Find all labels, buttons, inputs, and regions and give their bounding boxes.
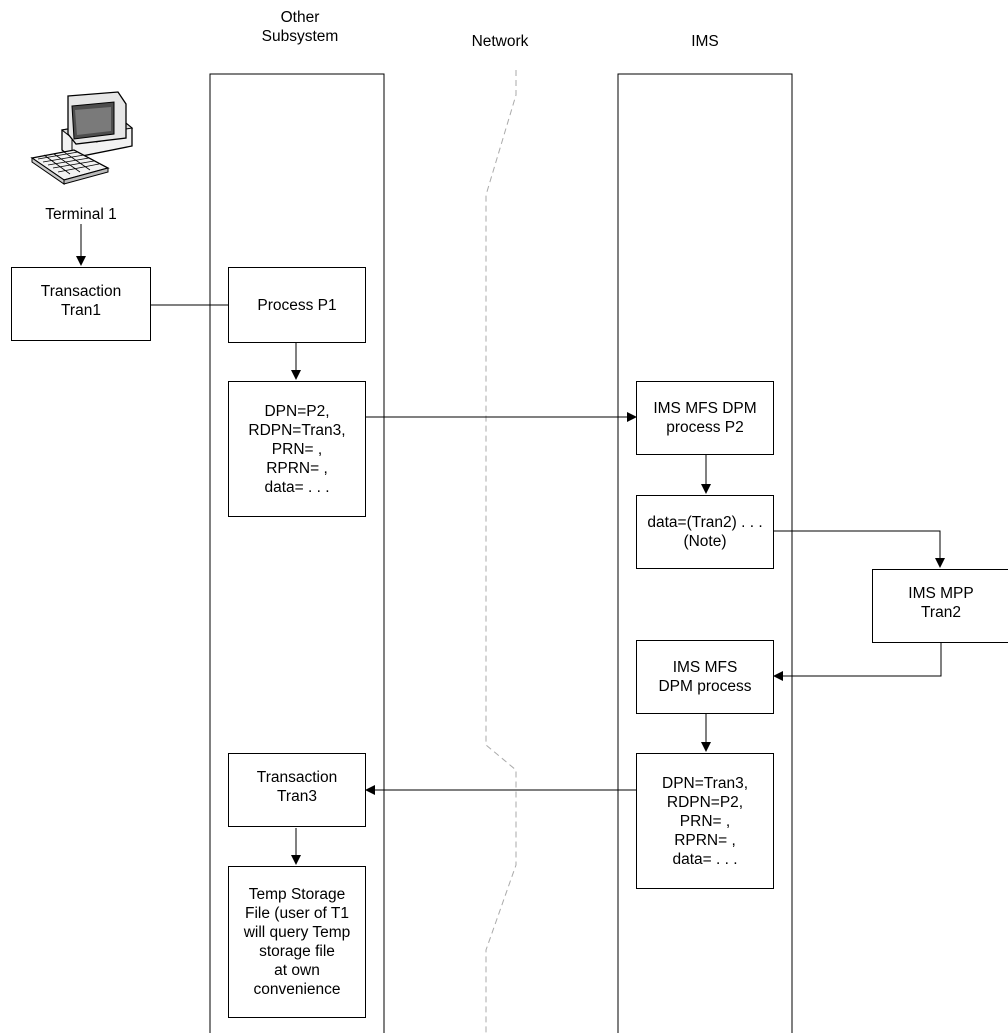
box-text-line: Temp Storage <box>248 886 346 903</box>
box-text-line: IMS MFS <box>672 659 738 676</box>
box-text-line: process P2 <box>666 419 744 436</box>
data-tran2-box: data=(Tran2) . . . (Note) <box>636 495 774 569</box>
terminal-label: Terminal 1 <box>45 206 117 223</box>
box-text-line: Tran1 <box>61 302 101 319</box>
box-text-line: storage file <box>259 943 335 960</box>
ims-mfs-dpm-process-box: IMS MFS DPM process <box>636 640 774 714</box>
box-text-line: PRN= , <box>679 812 731 830</box>
header-ims: IMS <box>691 33 719 50</box>
box-text-line: Transaction <box>256 769 338 786</box>
box-text-line: RDPN=Tran3, <box>248 421 346 439</box>
box-text-line: RPRN= , <box>674 831 736 849</box>
dpn-reply-box: DPN=Tran3,RDPN=P2,PRN= ,RPRN= ,data= . .… <box>636 753 774 889</box>
box-text-line: IMS MPP <box>908 585 974 602</box>
ims-mfs-dpm-p2-box: IMS MFS DPM process P2 <box>636 381 774 455</box>
box-text-line: convenience <box>253 981 341 998</box>
box-text-line: Process P1 <box>257 296 337 314</box>
network-divider <box>485 70 517 1033</box>
header-other-subsystem: Other Subsystem <box>240 8 360 46</box>
box-text-line: Tran2 <box>921 604 961 621</box>
terminal-computer-icon <box>30 91 134 185</box>
lane-other-subsystem <box>209 73 385 1033</box>
box-text-line: DPN=P2, <box>264 402 330 420</box>
box-text-line: Transaction <box>40 283 122 300</box>
box-text-line: (Note) <box>683 533 727 550</box>
box-text-line: RDPN=P2, <box>666 793 744 811</box>
box-text-line: data=(Tran2) . . . <box>647 514 763 531</box>
header-network: Network <box>471 33 529 50</box>
ims-mpp-tran2-box: IMS MPP Tran2 <box>872 569 1008 643</box>
box-text-line: PRN= , <box>271 440 323 458</box>
box-text-line: IMS MFS DPM <box>653 400 757 417</box>
dpn-request-box: DPN=P2,RDPN=Tran3,PRN= ,RPRN= ,data= . .… <box>228 381 366 517</box>
header-other-line2: Subsystem <box>261 28 339 45</box>
box-text-line: will query Temp <box>243 924 351 941</box>
process-p1-box: Process P1 <box>228 267 366 343</box>
lane-ims <box>617 73 793 1033</box>
box-text-line: DPN=Tran3, <box>662 774 748 792</box>
box-text-line: data= . . . <box>672 850 738 868</box>
arrow-mpp-to-mfs-dpm <box>773 642 942 681</box>
header-other-line1: Other <box>280 9 320 26</box>
box-text-line: RPRN= , <box>266 459 328 477</box>
box-text-line: data= . . . <box>264 478 330 496</box>
box-text-line: Tran3 <box>277 788 317 805</box>
box-text-line: DPM process <box>658 678 752 695</box>
box-text-line: at own <box>274 962 320 979</box>
box-text-line: File (user of T1 <box>245 905 349 922</box>
arrow-data-to-mpp <box>774 530 945 568</box>
